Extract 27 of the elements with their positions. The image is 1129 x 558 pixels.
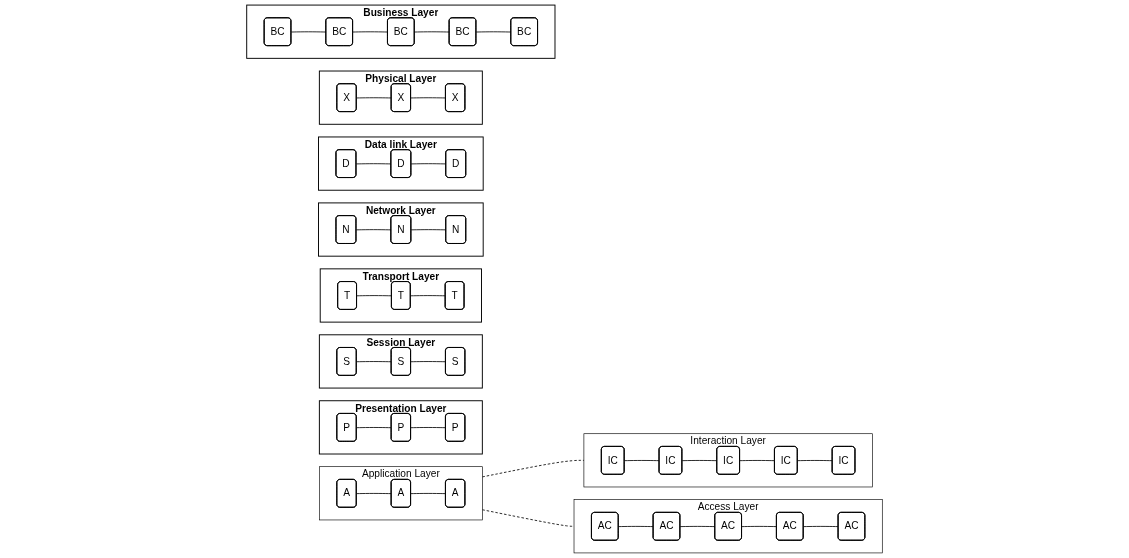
- connector: [410, 295, 446, 297]
- connector: [356, 493, 392, 495]
- connector: [355, 229, 392, 231]
- connector: [679, 526, 716, 527]
- connector: [681, 460, 718, 462]
- connector: [410, 361, 447, 363]
- connector: [356, 97, 392, 99]
- connector: [352, 31, 389, 33]
- connector: [803, 526, 839, 527]
- connector: [410, 163, 447, 165]
- connector: [356, 295, 393, 297]
- connector: [410, 493, 447, 495]
- connector: [475, 31, 512, 33]
- connector: [410, 427, 447, 429]
- connector: [481, 509, 575, 527]
- connector: [356, 361, 392, 363]
- connector: [624, 460, 660, 462]
- connector: [414, 31, 450, 33]
- connector: [618, 526, 654, 527]
- connector: [797, 460, 833, 462]
- connector: [355, 163, 392, 165]
- connector: [356, 427, 392, 429]
- connector: [741, 526, 778, 527]
- connector: [410, 97, 447, 99]
- connector: [290, 31, 327, 33]
- connector: [410, 229, 447, 231]
- connector: [739, 460, 776, 462]
